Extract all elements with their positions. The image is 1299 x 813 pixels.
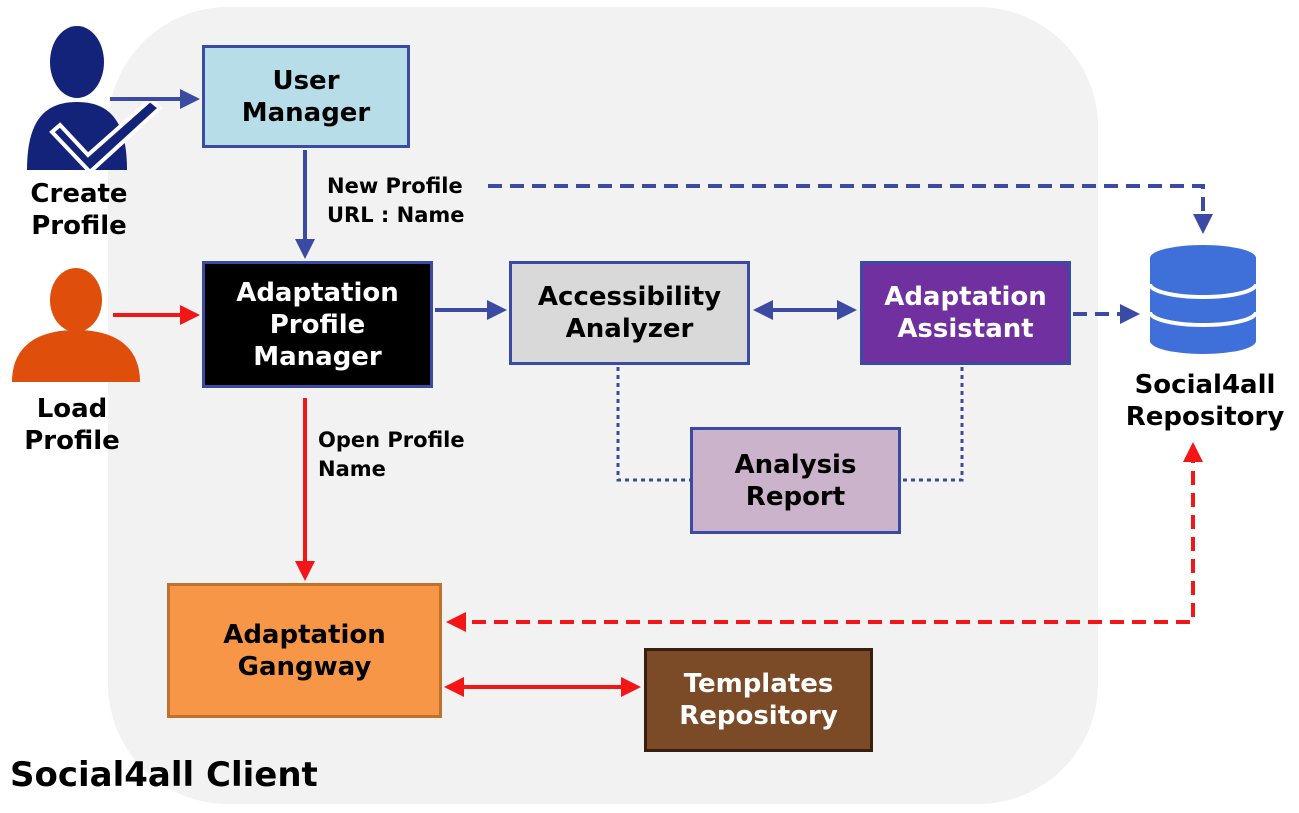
open-profile-line1: Open Profile	[318, 428, 465, 452]
client-title: Social4all Client	[10, 755, 318, 795]
new-profile-edge-label: New Profile URL : Name	[327, 172, 465, 230]
social4all-repository-label: Social4all Repository	[1120, 369, 1290, 433]
new-profile-line1: New Profile	[327, 174, 463, 198]
open-profile-edge-label: Open Profile Name	[318, 426, 465, 484]
assistant-line1: Adaptation	[884, 282, 1047, 312]
user-manager-box[interactable]: User Manager	[202, 45, 410, 148]
templates-line1: Templates	[683, 669, 834, 699]
report-line1: Analysis	[734, 449, 857, 480]
user-manager-line2: Manager	[241, 97, 371, 128]
create-profile-label: Create Profile	[20, 178, 138, 242]
open-profile-line2: Name	[318, 457, 386, 481]
assistant-line2: Assistant	[897, 314, 1034, 344]
new-profile-line2: URL : Name	[327, 203, 465, 227]
report-line2: Report	[745, 481, 846, 512]
user-manager-line1: User	[272, 65, 340, 96]
arrow-new-profile-to-repository	[488, 184, 1213, 234]
arrow-gangway-repository	[446, 442, 1203, 632]
templates-line2: Repository	[679, 701, 838, 731]
load-profile-label: Load Profile	[17, 393, 127, 457]
dotted-assistant-to-report	[903, 367, 964, 482]
gangway-line1: Adaptation	[223, 619, 386, 650]
analyzer-line1: Accessibility	[537, 282, 722, 312]
apm-line1: Adaptation	[236, 277, 399, 308]
adaptation-profile-manager-box[interactable]: Adaptation Profile Manager	[202, 261, 433, 388]
templates-repository-box[interactable]: Templates Repository	[644, 648, 873, 752]
analysis-report-box[interactable]: Analysis Report	[690, 427, 901, 534]
adaptation-gangway-box[interactable]: Adaptation Gangway	[167, 583, 442, 718]
load-profile-label-line2: Profile	[24, 426, 120, 456]
accessibility-analyzer-box[interactable]: Accessibility Analyzer	[509, 261, 750, 365]
create-profile-label-line2: Profile	[31, 211, 127, 241]
adaptation-assistant-box[interactable]: Adaptation Assistant	[860, 261, 1071, 365]
load-profile-label-line1: Load	[36, 394, 108, 424]
analyzer-line2: Analyzer	[565, 314, 694, 344]
apm-line2: Profile	[269, 309, 366, 340]
dotted-analyzer-to-report	[616, 367, 690, 482]
create-profile-user-icon	[27, 26, 164, 175]
gangway-line2: Gangway	[237, 651, 372, 682]
database-icon	[1148, 245, 1258, 354]
repository-line1: Social4all	[1134, 370, 1276, 400]
create-profile-label-line1: Create	[30, 179, 128, 209]
load-profile-user-icon	[12, 268, 140, 382]
repository-line2: Repository	[1125, 402, 1285, 432]
apm-line3: Manager	[253, 341, 382, 372]
